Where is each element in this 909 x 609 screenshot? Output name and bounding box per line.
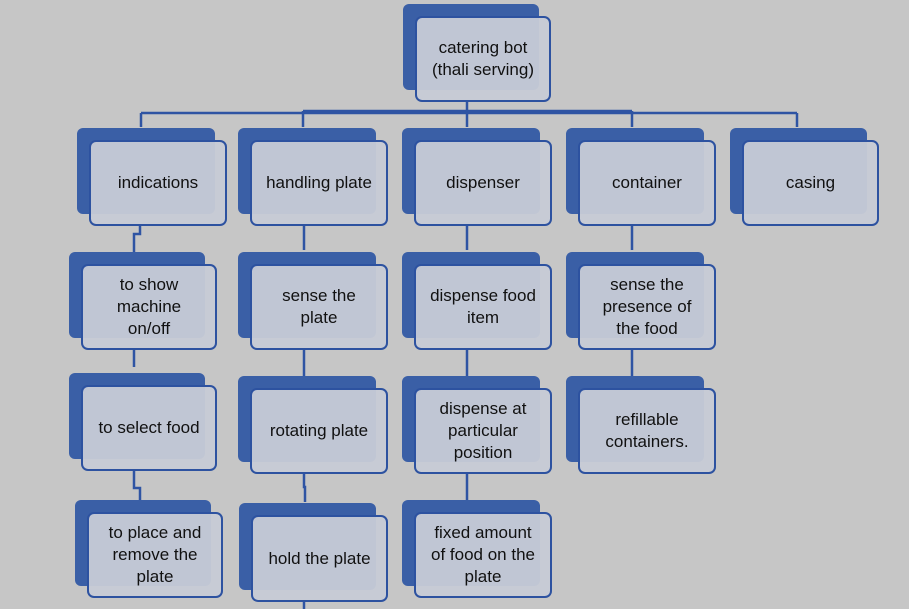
node-root: catering bot (thali serving) bbox=[403, 4, 551, 102]
node-handling-plate: handling plate bbox=[238, 128, 388, 226]
node-label-sense-presence: sense the presence of the food bbox=[578, 264, 716, 350]
node-sense-the-plate: sense the plate bbox=[238, 252, 388, 350]
node-label-to-show-machine: to show machine on/off bbox=[81, 264, 217, 350]
node-label-indications: indications bbox=[89, 140, 227, 226]
node-hold-the-plate: hold the plate bbox=[239, 503, 388, 602]
node-label-rotating-plate: rotating plate bbox=[250, 388, 388, 474]
node-to-place-remove: to place and remove the plate bbox=[75, 500, 223, 598]
node-label-dispense-at-position: dispense at particular position bbox=[414, 388, 552, 474]
node-to-show-machine: to show machine on/off bbox=[69, 252, 217, 350]
node-label-casing: casing bbox=[742, 140, 879, 226]
node-sense-presence: sense the presence of the food bbox=[566, 252, 716, 350]
node-fixed-amount: fixed amount of food on the plate bbox=[402, 500, 552, 598]
node-refillable-containers: refillable containers. bbox=[566, 376, 716, 474]
node-label-dispenser: dispenser bbox=[414, 140, 552, 226]
node-dispense-food-item: dispense food item bbox=[402, 252, 552, 350]
node-label-fixed-amount: fixed amount of food on the plate bbox=[414, 512, 552, 598]
node-label-container: container bbox=[578, 140, 716, 226]
node-label-sense-the-plate: sense the plate bbox=[250, 264, 388, 350]
node-container: container bbox=[566, 128, 716, 226]
node-dispenser: dispenser bbox=[402, 128, 552, 226]
node-label-to-select-food: to select food bbox=[81, 385, 217, 471]
node-label-dispense-food-item: dispense food item bbox=[414, 264, 552, 350]
node-indications: indications bbox=[77, 128, 227, 226]
node-casing: casing bbox=[730, 128, 879, 226]
node-label-to-place-remove: to place and remove the plate bbox=[87, 512, 223, 598]
node-label-refillable-containers: refillable containers. bbox=[578, 388, 716, 474]
node-rotating-plate: rotating plate bbox=[238, 376, 388, 474]
node-label-handling-plate: handling plate bbox=[250, 140, 388, 226]
node-label-root: catering bot (thali serving) bbox=[415, 16, 551, 102]
node-to-select-food: to select food bbox=[69, 373, 217, 471]
node-label-hold-the-plate: hold the plate bbox=[251, 515, 388, 602]
node-dispense-at-position: dispense at particular position bbox=[402, 376, 552, 474]
